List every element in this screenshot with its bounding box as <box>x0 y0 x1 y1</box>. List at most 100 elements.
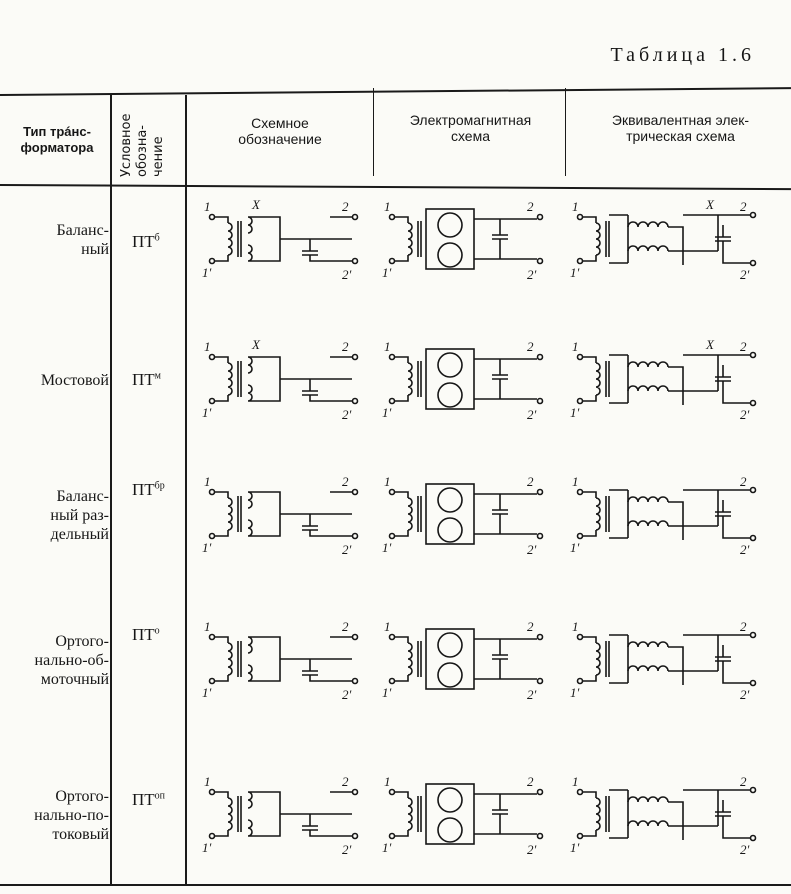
table-title: Таблица 1.6 <box>610 44 755 66</box>
terminal-label: 1 <box>572 774 579 789</box>
symbol-superscript: б <box>154 232 160 244</box>
terminal-label: 2′ <box>740 687 750 702</box>
header-line: чение <box>151 136 166 177</box>
terminal-label: 1′ <box>570 840 580 855</box>
row-type-line: Ортого- <box>55 787 109 805</box>
terminal-label: 1 <box>204 199 211 214</box>
electromagnetic-diagram: 1 1′ 2 2′ <box>382 619 544 702</box>
terminal-label: 2′ <box>740 542 750 557</box>
terminal-label: 1 <box>384 474 391 489</box>
header-equivalent: Эквивалентная элек- трическая схема <box>570 112 791 144</box>
header-line: Схемное <box>251 115 309 131</box>
equivalent-circuit-diagram: 1 1′ 2 2′X <box>570 197 757 282</box>
terminal-label: 2 <box>740 199 747 214</box>
terminal-label: 1′ <box>382 265 392 280</box>
terminal-label: 2′ <box>342 407 352 422</box>
terminal-label: 2 <box>740 474 747 489</box>
row-type-line: нально-об- <box>34 651 109 669</box>
row-type: Мостовой <box>41 371 109 390</box>
terminal-label: 1 <box>572 619 579 634</box>
column-divider <box>565 88 566 176</box>
terminal-label: 2 <box>342 619 349 634</box>
electromagnetic-diagram: 1 1′ 2 2′ <box>382 774 544 857</box>
row-type-line: моточный <box>40 670 109 688</box>
header-symbol: Условное обозна- чение <box>112 92 182 182</box>
terminal-label: 2′ <box>342 267 352 282</box>
header-type: Тип трáнс- форматора <box>4 124 110 156</box>
header-electromagnetic: Электромагнитная схема <box>378 112 563 144</box>
cross-label: X <box>705 337 715 352</box>
terminal-label: 1′ <box>382 540 392 555</box>
row-type-line: дельный <box>50 525 109 543</box>
column-divider <box>373 88 374 176</box>
row-type-line: Баланс- <box>56 487 109 505</box>
terminal-label: 1 <box>384 339 391 354</box>
terminal-label: 2 <box>342 339 349 354</box>
header-line: Тип трáнс- <box>23 124 91 139</box>
terminal-label: 2 <box>527 619 534 634</box>
row-type: Баланс-ный <box>56 221 109 259</box>
terminal-label: 2′ <box>740 267 750 282</box>
terminal-label: 1′ <box>202 685 212 700</box>
symbol-superscript: бр <box>154 480 165 492</box>
equivalent-circuit-diagram: 1 1′ 2 2′ <box>570 774 757 857</box>
electromagnetic-diagram: 1 1′ 2 2′ <box>382 339 544 422</box>
header-line: форматора <box>20 140 94 155</box>
schematic-diagram: 1 1′ 2 2′X <box>202 197 359 282</box>
terminal-label: 2′ <box>342 842 352 857</box>
equivalent-circuit-diagram: 1 1′ 2 2′ <box>570 619 757 702</box>
equivalent-circuit-diagram: 1 1′ 2 2′X <box>570 337 757 422</box>
header-line: Электромагнитная <box>409 112 532 128</box>
row-type: Ортого-нально-по-токовый <box>34 787 109 844</box>
symbol-superscript: оп <box>154 790 166 802</box>
row-type-line: ный <box>81 241 109 258</box>
terminal-label: 1 <box>384 619 391 634</box>
symbol-superscript: о <box>154 625 160 637</box>
terminal-label: 1′ <box>570 685 580 700</box>
row-type: Ортого-нально-об-моточный <box>35 632 109 689</box>
terminal-label: 2 <box>740 774 747 789</box>
row-type-line: нально-по- <box>34 806 109 824</box>
header-line: схема <box>450 128 491 144</box>
row-type-line: токовый <box>52 825 109 843</box>
column-divider <box>110 95 112 885</box>
header-line: трическая схема <box>626 128 735 144</box>
schematic-diagram: 1 1′ 2 2′ <box>202 774 359 857</box>
terminal-label: 1′ <box>382 685 392 700</box>
terminal-label: 2 <box>342 474 349 489</box>
symbol-base: ПТ <box>132 480 155 499</box>
header-line: обозначение <box>238 131 322 147</box>
terminal-label: 2′ <box>527 407 537 422</box>
terminal-label: 2′ <box>342 542 352 557</box>
terminal-label: 1 <box>572 199 579 214</box>
schematic-diagram: 1 1′ 2 2′X <box>202 337 359 422</box>
row-symbol: ПТм <box>132 370 161 390</box>
column-divider <box>185 95 187 885</box>
terminal-label: 1 <box>572 474 579 489</box>
table-bottom-rule <box>0 884 791 886</box>
terminal-label: 1′ <box>382 405 392 420</box>
symbol-base: ПТ <box>132 370 155 389</box>
electromagnetic-diagram: 1 1′ 2 2′ <box>382 474 544 557</box>
terminal-label: 1 <box>384 774 391 789</box>
terminal-label: 1′ <box>382 840 392 855</box>
schematic-diagram: 1 1′ 2 2′ <box>202 474 359 557</box>
terminal-label: 1′ <box>202 265 212 280</box>
row-symbol: ПТоп <box>132 790 165 810</box>
terminal-label: 2 <box>527 774 534 789</box>
terminal-label: 2 <box>527 199 534 214</box>
header-line: Условное <box>119 113 134 177</box>
row-type-line: Мостовой <box>40 371 109 389</box>
terminal-label: 1 <box>204 339 211 354</box>
terminal-label: 1′ <box>570 540 580 555</box>
terminal-label: 2′ <box>740 842 750 857</box>
row-type-line: ный раз- <box>50 506 109 524</box>
symbol-base: ПТ <box>132 232 155 251</box>
terminal-label: 2′ <box>527 267 537 282</box>
terminal-label: 2′ <box>527 842 537 857</box>
terminal-label: 2 <box>527 474 534 489</box>
row-type: Баланс-ный раз-дельный <box>50 487 109 544</box>
row-symbol: ПТб <box>132 232 160 252</box>
terminal-label: 1 <box>572 339 579 354</box>
terminal-label: 1 <box>384 199 391 214</box>
